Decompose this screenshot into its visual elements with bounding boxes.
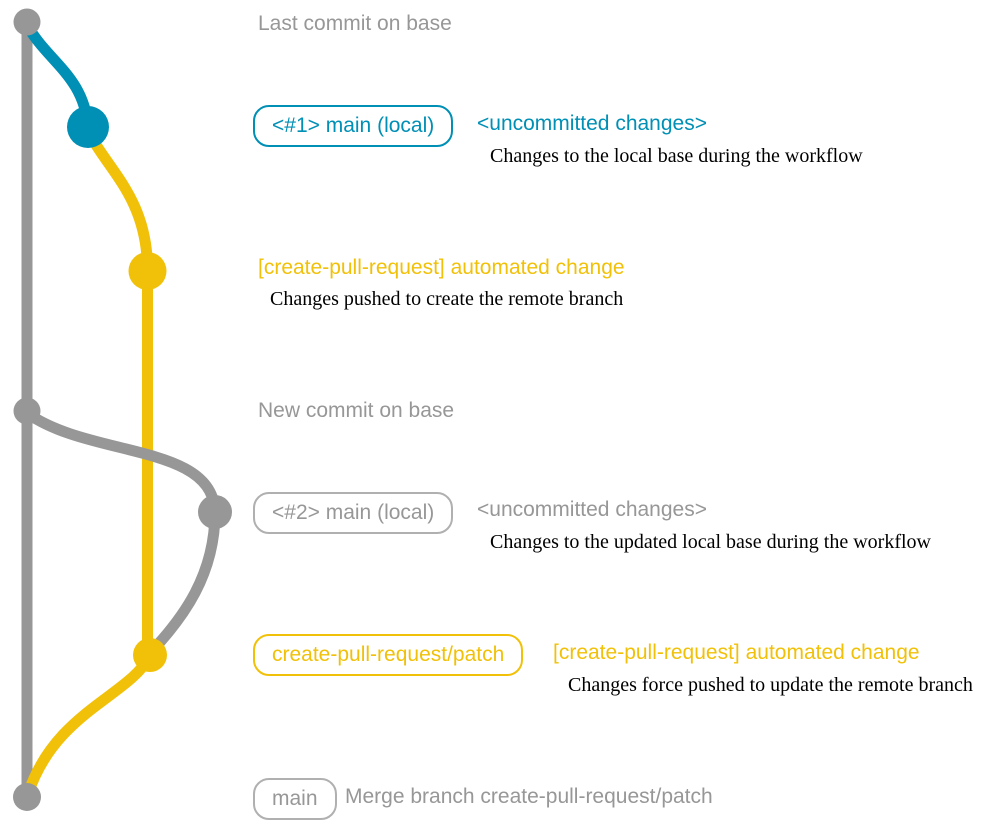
- branch-badge-main-local-1: <#1> main (local): [253, 105, 454, 147]
- label-last-commit-on-base: Last commit on base: [258, 12, 452, 35]
- commit-dot-main-local-1: [67, 106, 109, 148]
- commit-message-automated-change-1: [create-pull-request] automated change: [258, 256, 625, 279]
- commit-message-automated-change-2: [create-pull-request] automated change: [553, 641, 920, 664]
- branch-badge-create-pull-request-patch: create-pull-request/patch: [253, 634, 524, 676]
- label-new-commit-on-base: New commit on base: [258, 399, 455, 422]
- updated-local-branch-in-curve: [145, 506, 221, 658]
- commit-dot-last-base: [13, 8, 41, 36]
- pull-request-branch-curve: [82, 124, 153, 276]
- commit-message-uncommitted-2: <uncommitted changes>: [477, 498, 707, 521]
- commit-note-automated-change-2: Changes force pushed to update the remot…: [568, 674, 973, 696]
- commit-note-uncommitted-1: Changes to the local base during the wor…: [490, 145, 863, 167]
- updated-local-branch-out-curve: [21, 407, 221, 518]
- commit-note-uncommitted-2: Changes to the updated local base during…: [490, 531, 931, 553]
- commit-dot-new-base: [13, 397, 41, 425]
- commit-dot-automated-change-2: [133, 638, 167, 672]
- branch-badge-main: main: [253, 778, 337, 820]
- merge-to-base-curve: [22, 650, 156, 800]
- branch-badge-main-local-2: <#2> main (local): [253, 492, 454, 534]
- commit-dot-merge: [13, 783, 41, 811]
- commit-dot-main-local-2: [198, 495, 232, 529]
- commit-note-automated-change-1: Changes pushed to create the remote bran…: [270, 288, 624, 310]
- commit-message-uncommitted-1: <uncommitted changes>: [477, 112, 707, 135]
- commit-message-merge: Merge branch create-pull-request/patch: [345, 785, 713, 808]
- commit-dot-automated-change-1: [128, 252, 167, 290]
